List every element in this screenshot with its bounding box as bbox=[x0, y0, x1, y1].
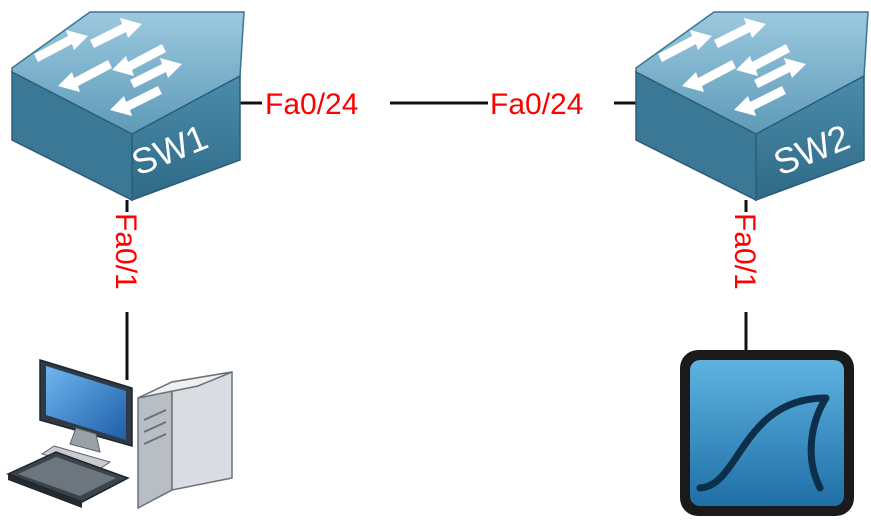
sw2-arrows-icon bbox=[658, 18, 806, 116]
pc-monitor-stand bbox=[69, 427, 101, 453]
sw1-arrows-icon bbox=[34, 18, 182, 116]
sw1-fa0-24-label: Fa0/24 bbox=[265, 88, 358, 121]
sw1-fa0-1-label: Fa0/1 bbox=[109, 213, 142, 290]
sw2-switch-icon bbox=[635, 11, 869, 202]
pc-tower-front bbox=[137, 380, 173, 510]
sw2-side-face bbox=[635, 70, 757, 202]
wireshark-icon bbox=[680, 350, 854, 516]
sw1-switch-icon bbox=[11, 11, 245, 202]
wireshark-fin bbox=[696, 394, 830, 492]
pc-tower-top bbox=[137, 371, 233, 399]
pc-monitor-screen bbox=[46, 366, 126, 440]
pc-keyboard-keys bbox=[18, 457, 116, 496]
pc-keyboard-edge bbox=[8, 474, 82, 508]
desktop-computer-icon bbox=[6, 358, 233, 510]
sw2-fa0-1-label: Fa0/1 bbox=[728, 213, 761, 290]
sw1-side-face bbox=[11, 70, 133, 202]
sw2-fa0-24-label: Fa0/24 bbox=[490, 88, 583, 121]
